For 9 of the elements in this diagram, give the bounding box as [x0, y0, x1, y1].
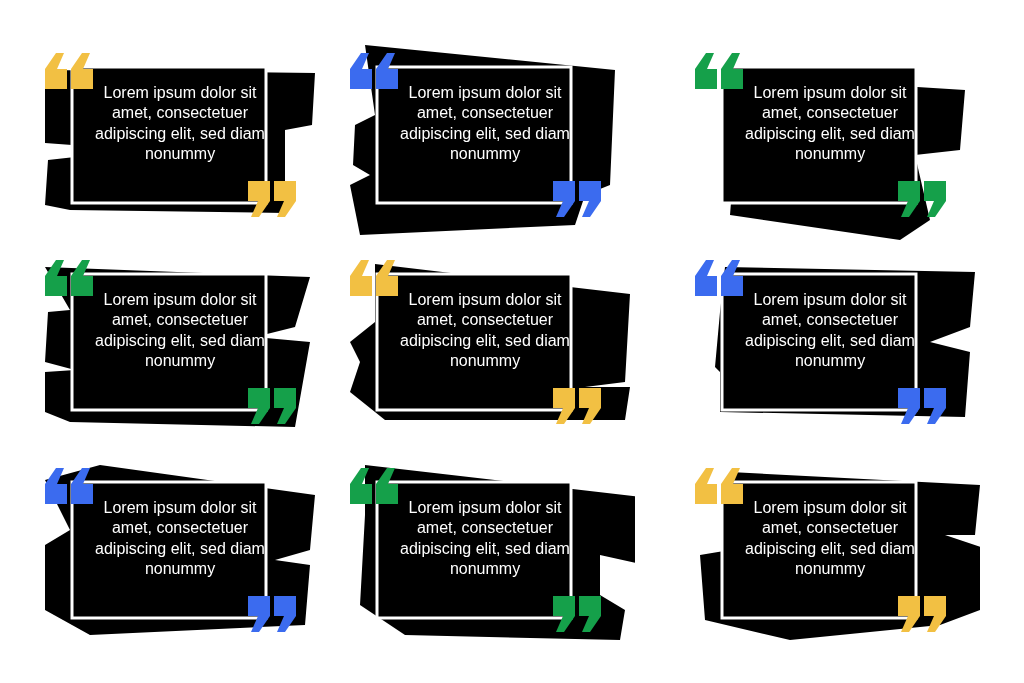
quote-text: Lorem ipsum dolor sit amet, consectetuer adipiscing elit, sed diam nonummy	[399, 290, 571, 371]
quote-text: Lorem ipsum dolor sit amet, consectetuer adipiscing elit, sed diam nonummy	[94, 290, 266, 371]
quote-text: Lorem ipsum dolor sit amet, consectetuer adipiscing elit, sed diam nonummy	[744, 83, 916, 164]
quote-text: Lorem ipsum dolor sit amet, consectetuer adipiscing elit, sed diam nonummy	[94, 498, 266, 579]
quote-text: Lorem ipsum dolor sit amet, consectetuer adipiscing elit, sed diam nonummy	[744, 290, 916, 371]
quote-text: Lorem ipsum dolor sit amet, consectetuer adipiscing elit, sed diam nonummy	[744, 498, 916, 579]
quote-text: Lorem ipsum dolor sit amet, consectetuer adipiscing elit, sed diam nonummy	[399, 83, 571, 164]
quote-text: Lorem ipsum dolor sit amet, consectetuer adipiscing elit, sed diam nonummy	[399, 498, 571, 579]
quote-text: Lorem ipsum dolor sit amet, consectetuer adipiscing elit, sed diam nonummy	[94, 83, 266, 164]
